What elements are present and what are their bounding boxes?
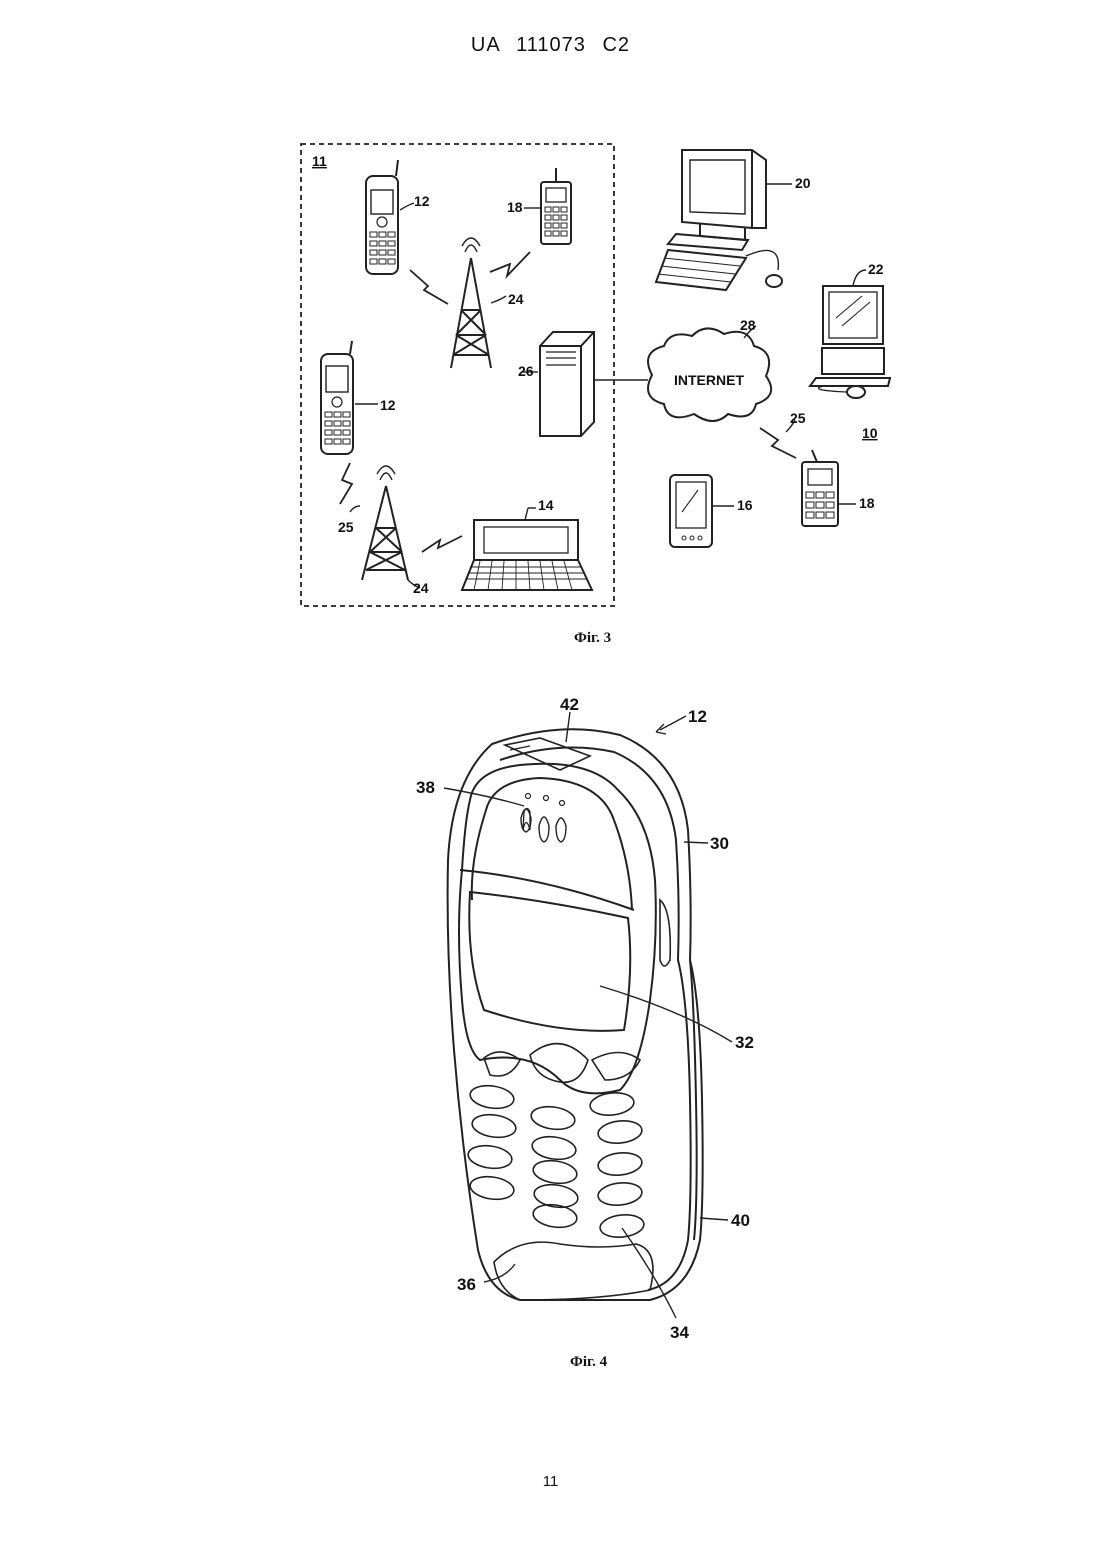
label-bottom: 36 [457, 1275, 476, 1294]
label-side: 40 [731, 1211, 750, 1230]
bottom-panel [494, 1242, 653, 1300]
label-housing: 30 [710, 834, 729, 853]
display-screen [469, 892, 630, 1031]
label-keypad: 34 [670, 1323, 689, 1342]
label-top-button: 42 [560, 695, 579, 714]
figure-4-phone-drawing: 42 12 38 30 32 40 36 34 Фіг. 4 [0, 0, 1101, 1400]
figure-4-caption: Фіг. 4 [570, 1354, 608, 1370]
page-number: 11 [0, 1473, 1101, 1490]
label-display: 32 [735, 1033, 754, 1052]
label-device: 12 [688, 707, 707, 726]
keypad [467, 1083, 645, 1239]
label-indicators: 38 [416, 778, 435, 797]
